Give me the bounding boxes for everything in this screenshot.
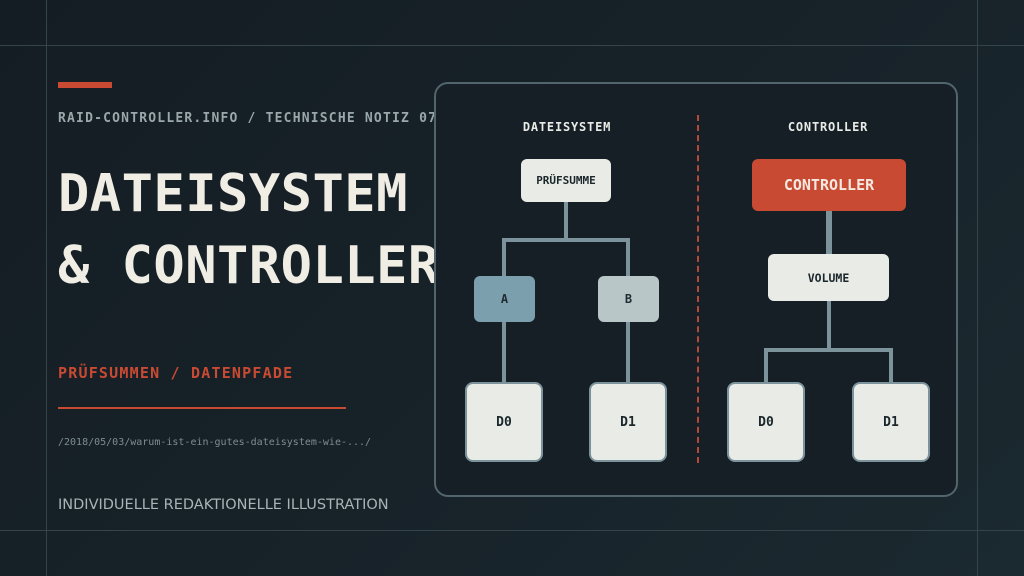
left-disk-d1: D1 [589, 382, 667, 462]
bottom-frame-line [0, 530, 1024, 531]
controller-node: CONTROLLER [752, 159, 906, 211]
diagram-divider [697, 115, 699, 463]
eyebrow-label: RAID-CONTROLLER.INFO / TECHNISCHE NOTIZ … [58, 111, 438, 126]
right-d0-link [764, 348, 768, 382]
branch-a-node: A [474, 276, 535, 322]
right-disk-d1: D1 [852, 382, 930, 462]
right-frame-line [977, 0, 978, 576]
dateisystem-column-label: DATEISYSTEM [522, 120, 612, 134]
right-disk-d0: D0 [727, 382, 805, 462]
controller-volume-link [826, 211, 832, 254]
illustration-credit: INDIVIDUELLE REDAKTIONELLE ILLUSTRATION [58, 497, 389, 513]
branch-a-link [502, 238, 506, 276]
branch-a-disk-link [502, 322, 506, 382]
left-frame-line [46, 0, 47, 576]
volume-branch [764, 348, 893, 352]
volume-stem [827, 301, 831, 350]
checksum-node: PRÜFSUMME [521, 159, 611, 202]
checksum-branch [502, 238, 630, 242]
article-path: /2018/05/03/warum-ist-ein-gutes-dateisys… [58, 437, 372, 448]
subtitle-rule [58, 407, 346, 409]
volume-node: VOLUME [768, 254, 889, 301]
subtitle: PRÜFSUMMEN / DATENPFADE [58, 364, 294, 382]
page-title: DATEISYSTEM & CONTROLLER [58, 158, 440, 302]
left-disk-d0: D0 [465, 382, 543, 462]
branch-b-link [626, 238, 630, 276]
accent-bar [58, 82, 112, 88]
branch-b-node: B [598, 276, 659, 322]
top-frame-line [0, 45, 1024, 46]
controller-column-label: CONTROLLER [787, 120, 869, 134]
branch-b-disk-link [626, 322, 630, 382]
title-line-1: DATEISYSTEM [58, 164, 408, 224]
right-d1-link [889, 348, 893, 382]
title-line-2: & CONTROLLER [58, 236, 440, 296]
checksum-stem [564, 202, 568, 240]
